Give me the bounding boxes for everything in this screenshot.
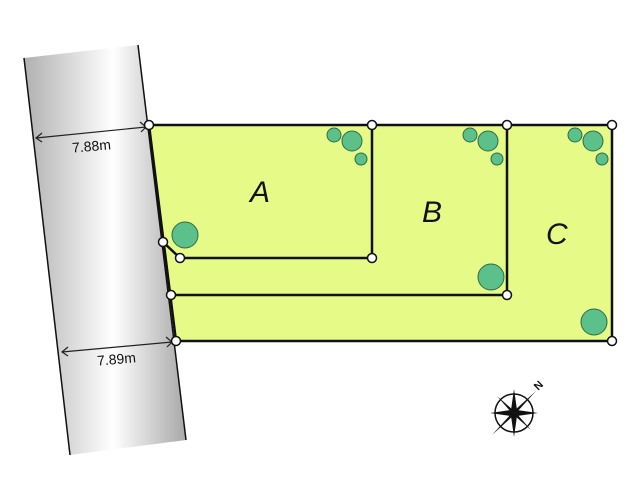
- lot-label-c: C: [546, 218, 568, 251]
- dimension-arrows: [34, 121, 173, 357]
- road: [24, 45, 186, 455]
- lot-label-b: B: [422, 196, 443, 229]
- lot-label-a: A: [250, 176, 271, 209]
- road-width-top: 7.88m: [71, 136, 112, 156]
- road-edge-left: [23, 57, 71, 456]
- road-width-bottom: 7.89m: [96, 349, 137, 369]
- tree-icons: [171, 127, 609, 336]
- lot-area: [147, 123, 614, 343]
- compass-rose-icon: [490, 389, 538, 437]
- boundary-markers: [143, 119, 618, 347]
